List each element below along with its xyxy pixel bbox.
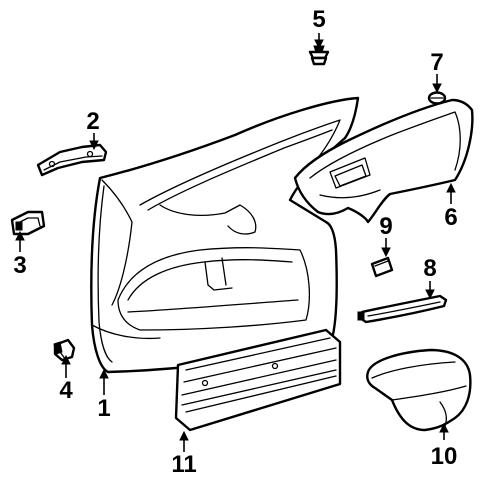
callout-1: 1 [97,395,110,422]
callout-4: 4 [59,377,73,404]
callout-6: 6 [444,204,457,231]
pull-handle [357,294,448,324]
upper-trim-panel [293,98,474,224]
trim-clip [53,338,76,362]
callout-5: 5 [312,6,325,33]
switch-bezel [10,210,46,236]
callout-7: 7 [430,49,443,76]
callout-9: 9 [379,213,392,240]
callout-3: 3 [13,252,26,279]
callout-10: 10 [431,443,458,470]
map-pocket [174,328,342,432]
door-trim-panel [90,96,360,374]
callout-11: 11 [171,451,196,477]
pull-handle-bracket [36,143,108,177]
retainer-clip [308,45,330,66]
small-clip [427,91,447,105]
callout-2: 2 [86,108,99,135]
leader-lines [15,33,456,452]
callout-8: 8 [423,255,436,282]
cover-cap [370,256,394,278]
armrest [366,348,472,432]
